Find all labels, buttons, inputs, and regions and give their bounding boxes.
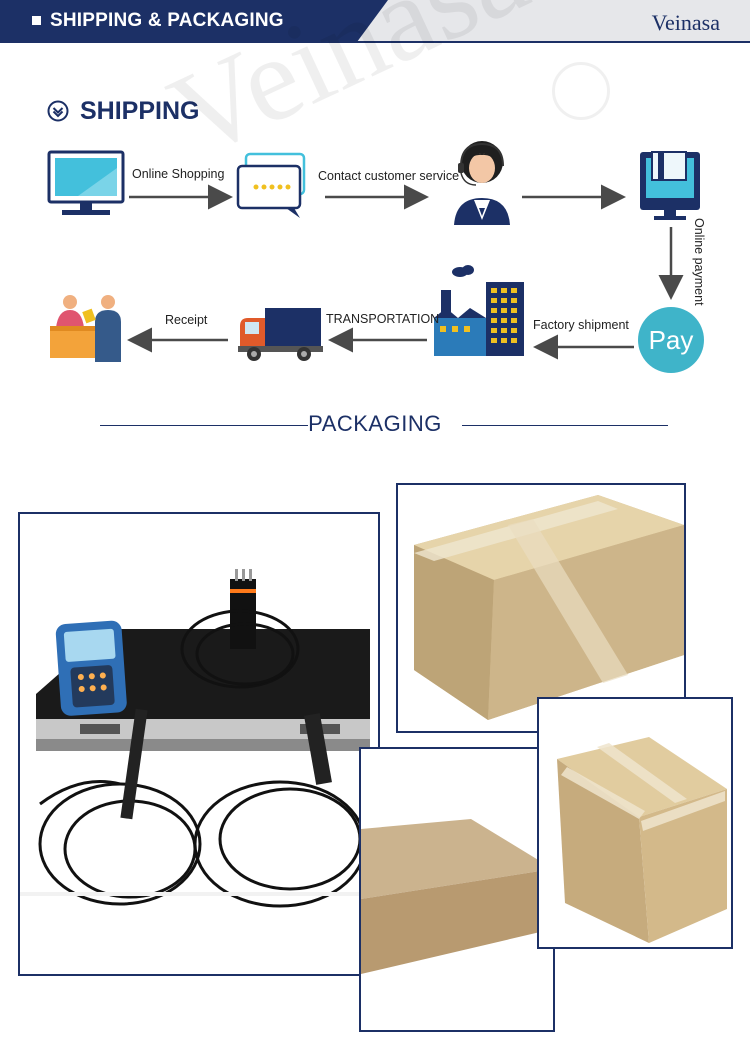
customer-service-agent-icon (454, 141, 510, 225)
packaging-title: PACKAGING (308, 411, 442, 436)
photo-large-box (396, 483, 686, 733)
computer-icon (47, 150, 125, 215)
brand-name: Veinasa (651, 10, 720, 35)
payment-terminal-icon (640, 151, 700, 220)
step-transportation: TRANSPORTATION (326, 312, 440, 326)
step-receipt: Receipt (165, 313, 208, 327)
shipping-flow-diagram (47, 141, 704, 373)
pay-label: Pay (648, 325, 694, 355)
step-online-payment: Online payment (692, 218, 706, 306)
shipping-title: SHIPPING (80, 97, 200, 125)
photo-taped-box (537, 697, 733, 949)
photo-instrument-kit (18, 512, 380, 976)
step-factory-shipment: Factory shipment (533, 318, 629, 332)
header-title: SHIPPING & PACKAGING (50, 10, 284, 31)
step-online-shopping: Online Shopping (132, 167, 225, 181)
header-title-band (0, 0, 388, 42)
factory-icon (434, 265, 524, 356)
packaging-rule-left (100, 425, 308, 426)
header-divider (0, 41, 750, 43)
chat-bubble-icon (236, 152, 306, 218)
registered-mark-watermark (552, 62, 610, 120)
step-contact-service: Contact customer service (318, 169, 460, 183)
delivery-truck-icon (238, 308, 323, 361)
pay-circle (638, 307, 704, 373)
packaging-rule-right (462, 425, 668, 426)
receipt-handover-icon (50, 295, 121, 362)
chevron-circle-icon (47, 100, 69, 122)
photo-flat-box (359, 747, 555, 1032)
header-square-icon (32, 16, 41, 25)
